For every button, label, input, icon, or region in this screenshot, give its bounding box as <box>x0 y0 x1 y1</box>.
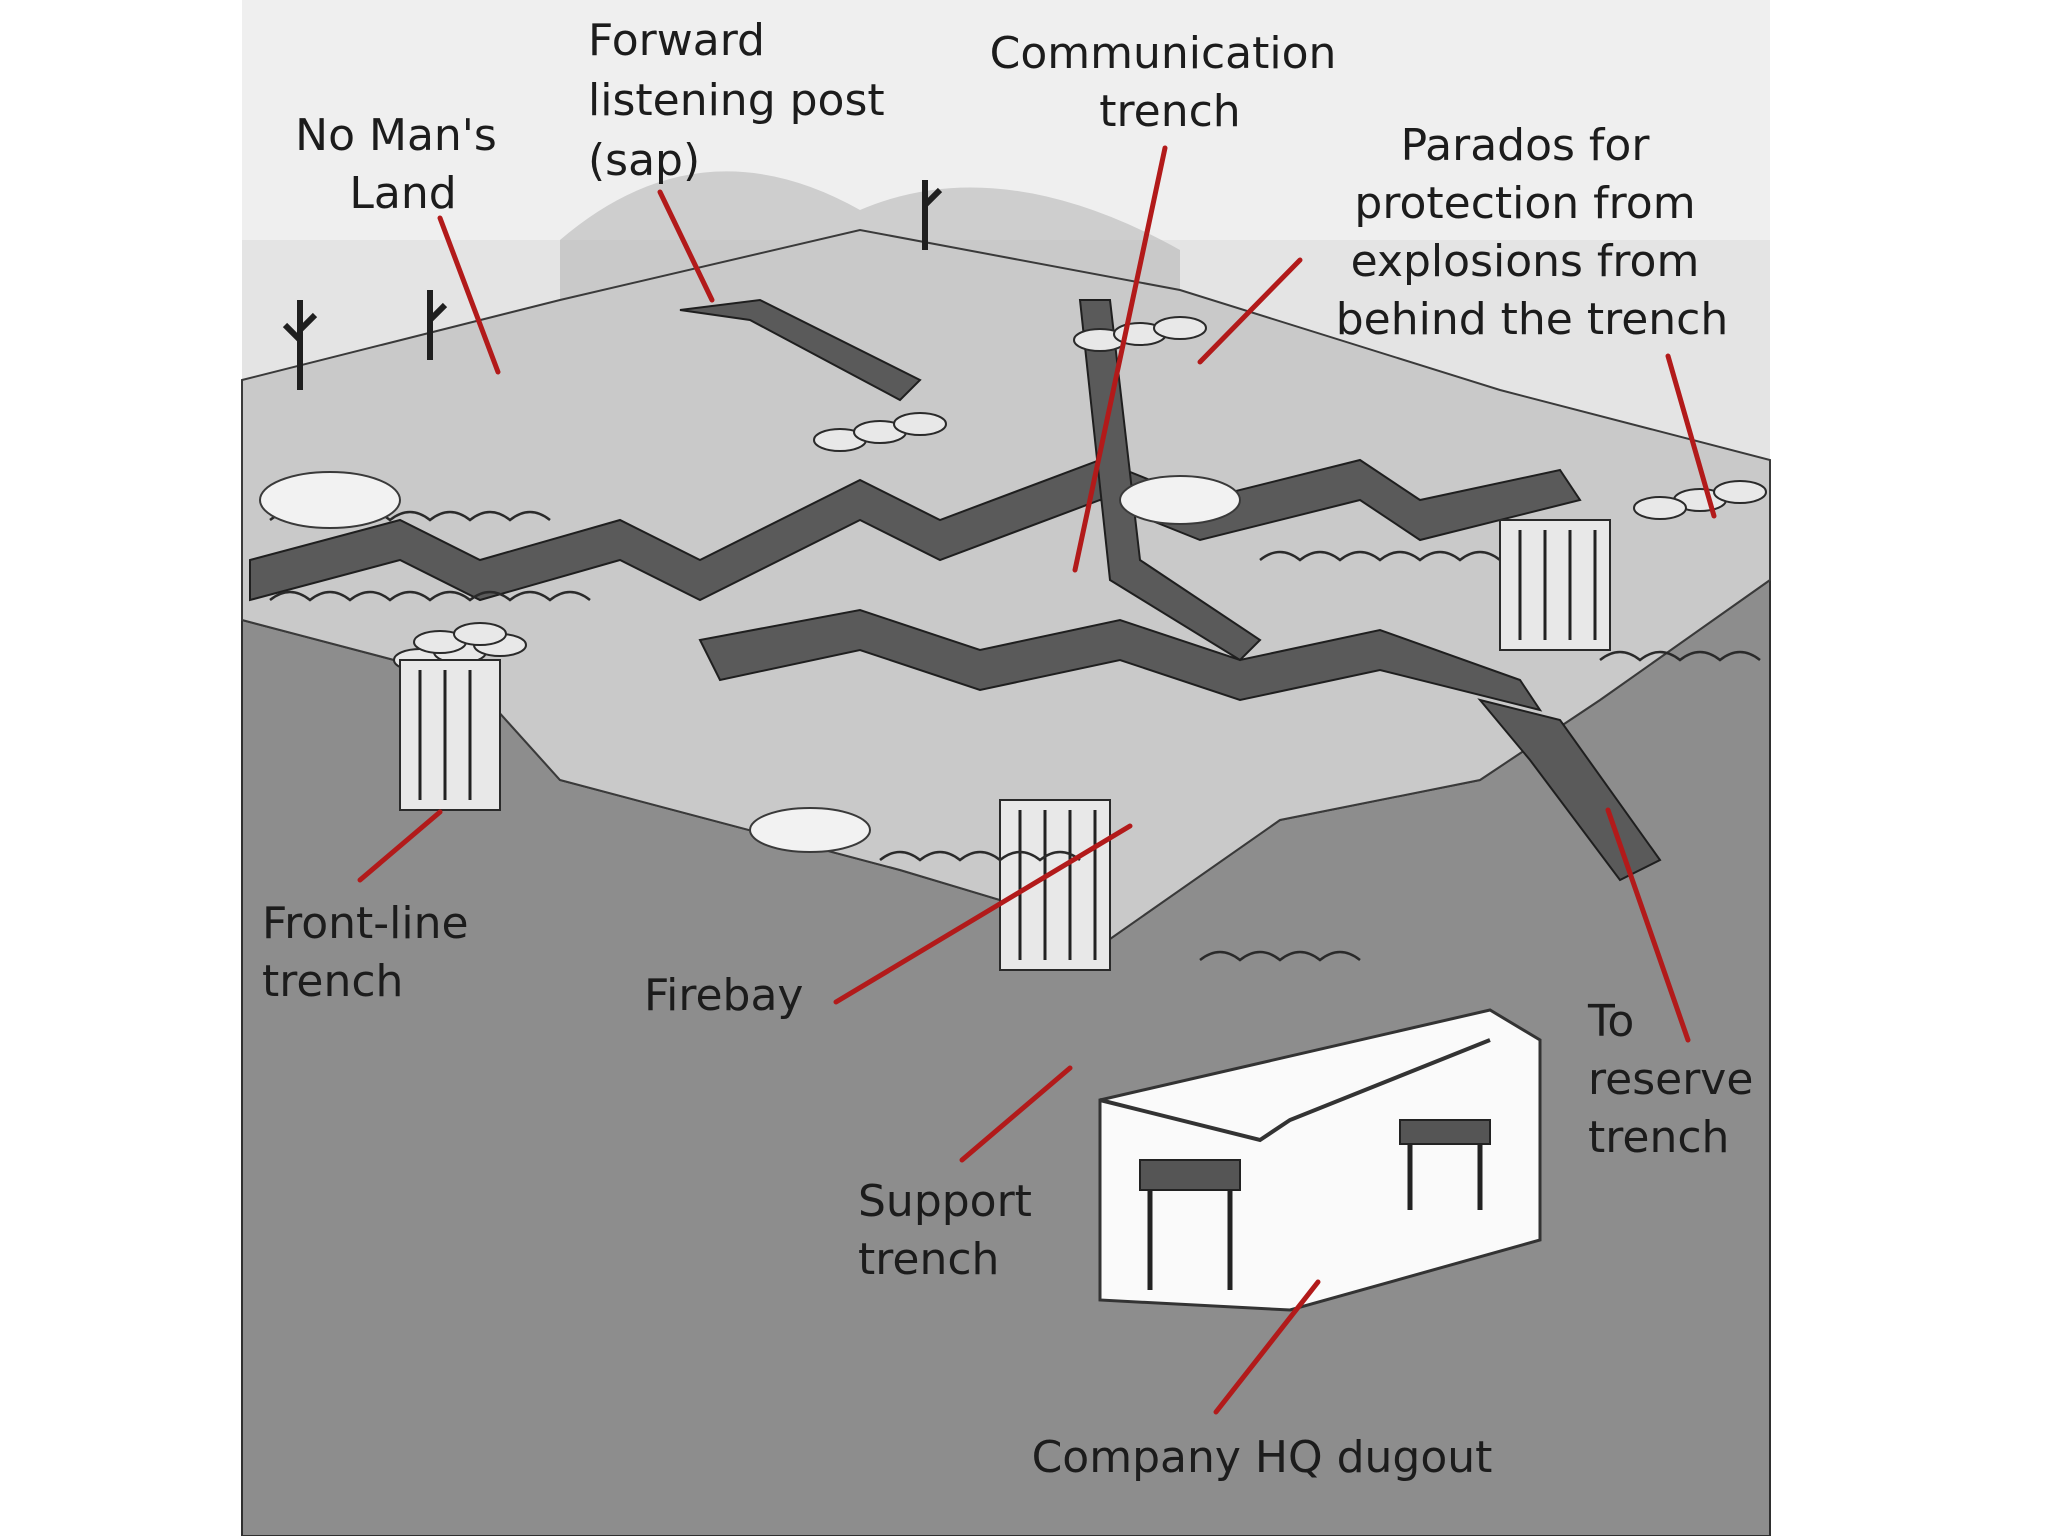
label-company-hq-dugout: Company HQ dugout <box>1032 1432 1493 1483</box>
label-parados: Parados for protection from explosions f… <box>1336 120 1729 345</box>
sap-trench-cut <box>679 298 922 402</box>
ground-surface <box>241 228 1771 962</box>
label-forward-listening-post: Forward listening post (sap) <box>588 15 899 186</box>
leader-support-trench <box>959 1065 1073 1163</box>
leader-to-reserve-lower <box>1605 807 1691 1043</box>
leader-no-mans-land <box>437 215 501 375</box>
leader-parados <box>1197 257 1303 365</box>
label-support-trench: Support trench <box>858 1176 1046 1285</box>
label-communication-trench: Communication trench <box>990 28 1351 137</box>
leader-to-reserve-upper <box>1665 353 1717 519</box>
hq-dugout <box>1098 1008 1542 1312</box>
leader-front-line-trench <box>357 809 443 883</box>
front-line-trench-cut <box>249 458 1582 602</box>
shell-craters <box>259 471 1241 853</box>
communication-trench-cut <box>1078 299 1262 662</box>
label-to-reserve-trench: To reserve trench <box>1587 996 1767 1163</box>
leader-communication-trench <box>1072 145 1168 573</box>
label-firebay: Firebay <box>644 970 803 1021</box>
label-no-mans-land: No Man's Land <box>295 110 511 219</box>
support-trench-cut <box>698 608 1543 712</box>
leader-company-hq-dugout <box>1213 1279 1321 1415</box>
leader-listening-post <box>657 189 715 303</box>
leader-firebay <box>833 823 1133 1005</box>
label-front-line-trench: Front-line trench <box>262 898 483 1007</box>
dead-trees <box>282 180 943 390</box>
support-sandbags <box>399 519 1611 971</box>
front-sandbags <box>393 316 1767 672</box>
